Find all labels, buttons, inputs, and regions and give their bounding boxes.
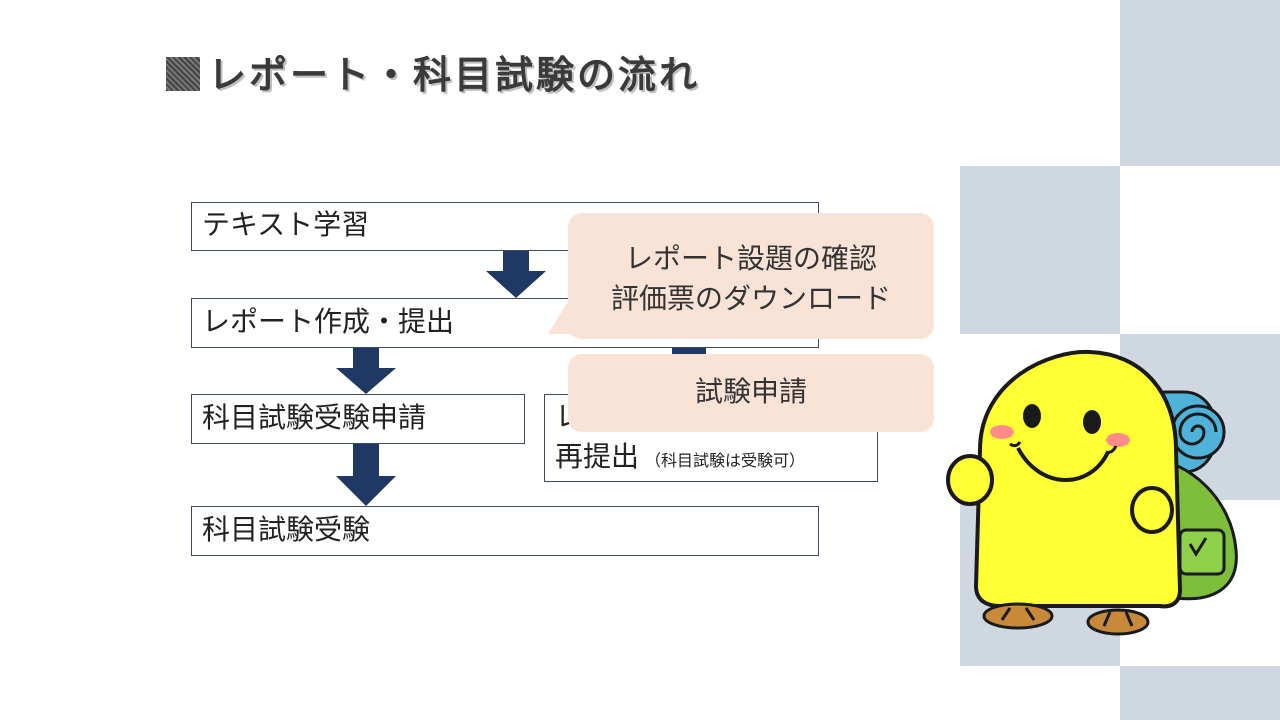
resubmit-note: （科目試験は受験可） (645, 451, 806, 470)
mascot-illustration (946, 349, 1238, 636)
resubmit-label: 再提出 (555, 440, 640, 473)
down-arrow-icon (486, 251, 546, 298)
resubmit-line2: 再提出 （科目試験は受験可） (555, 439, 805, 479)
bg-tile (960, 166, 1120, 334)
flow-step-exam-application: 科目試験受験申請 (191, 394, 525, 444)
flow-step-exam: 科目試験受験 (191, 506, 819, 556)
down-arrow-icon (336, 348, 396, 394)
callout-line: レポート設題の確認 (624, 242, 877, 275)
bg-tile (1120, 666, 1280, 720)
slide-title: レポート・科目試験の流れ (166, 44, 700, 99)
callout-report-check: レポート設題の確認 評価票のダウンロード (568, 213, 934, 339)
square-bullet-icon (166, 57, 200, 91)
bg-tile (1120, 0, 1280, 166)
callout-line: 評価票のダウンロード (610, 282, 891, 315)
down-arrow-icon (672, 348, 706, 356)
slide-title-text: レポート・科目試験の流れ (208, 53, 701, 97)
callout-exam-application: 試験申請 (568, 354, 934, 432)
down-arrow-icon (336, 444, 396, 506)
